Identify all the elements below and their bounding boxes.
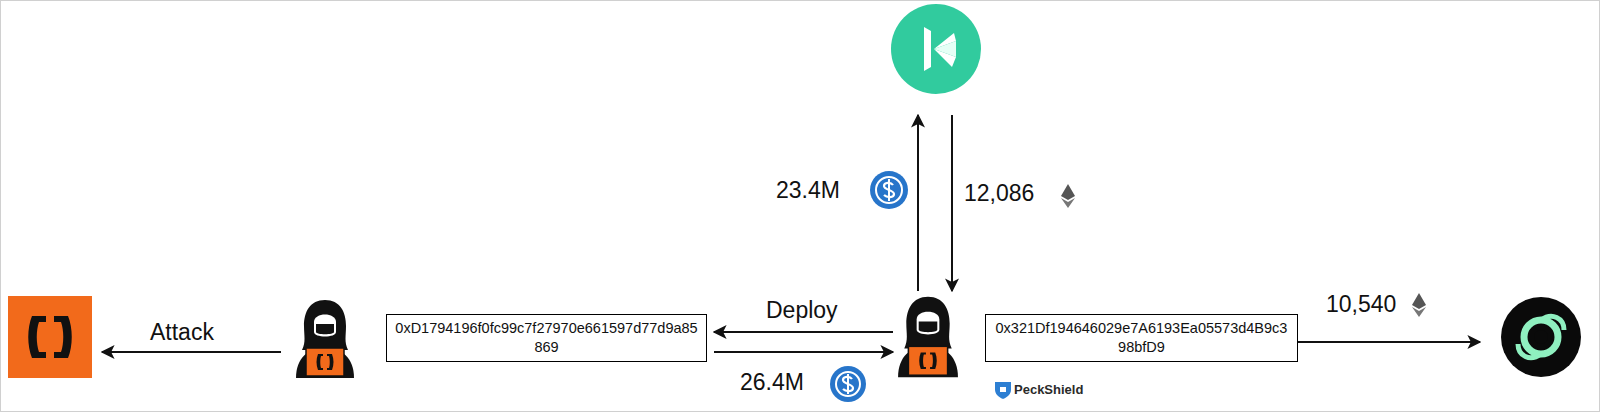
hacker-graphic bbox=[896, 294, 960, 378]
flow-arrow bbox=[1298, 341, 1480, 343]
victim-logo bbox=[8, 296, 92, 378]
watermark-text: PeckShield bbox=[1014, 382, 1083, 397]
attacker-icon bbox=[294, 298, 356, 378]
watermark-shield bbox=[995, 382, 1011, 399]
edge-label: 23.4M bbox=[776, 177, 840, 204]
address-box: 0xD1794196f0fc99c7f27970e661597d77d9a858… bbox=[386, 314, 707, 362]
edge-label: Deploy bbox=[766, 297, 838, 324]
edge-label: 12,086 bbox=[964, 180, 1034, 207]
flow-arrow bbox=[917, 115, 919, 291]
usdc-icon bbox=[830, 366, 866, 402]
flow-arrow bbox=[951, 115, 953, 291]
wallet-address: 0xD1794196f0fc99c7f27970e661597d77d9a858… bbox=[393, 319, 700, 357]
usdc-icon bbox=[870, 171, 908, 209]
wallet-address: 0x321Df194646029e7A6193Ea05573d4B9c398bf… bbox=[992, 319, 1291, 357]
flow-arrow bbox=[714, 331, 893, 333]
orange-graphic bbox=[8, 296, 92, 378]
edge-label: 10,540 bbox=[1326, 291, 1396, 318]
flow-arrow bbox=[714, 351, 893, 353]
tornado-graphic bbox=[1500, 296, 1582, 378]
address-box: 0x321Df194646029e7A6193Ea05573d4B9c398bf… bbox=[985, 314, 1298, 362]
kyber-graphic bbox=[890, 3, 982, 95]
edge-label: Attack bbox=[150, 319, 214, 346]
flow-arrow bbox=[102, 351, 281, 353]
edge-label: 26.4M bbox=[740, 369, 804, 396]
attacker-icon bbox=[896, 294, 960, 378]
eth-icon bbox=[1061, 184, 1075, 208]
exchange-logo bbox=[890, 3, 982, 95]
hacker-graphic bbox=[294, 298, 356, 378]
mixer-logo bbox=[1500, 296, 1582, 378]
eth-icon bbox=[1412, 293, 1426, 317]
